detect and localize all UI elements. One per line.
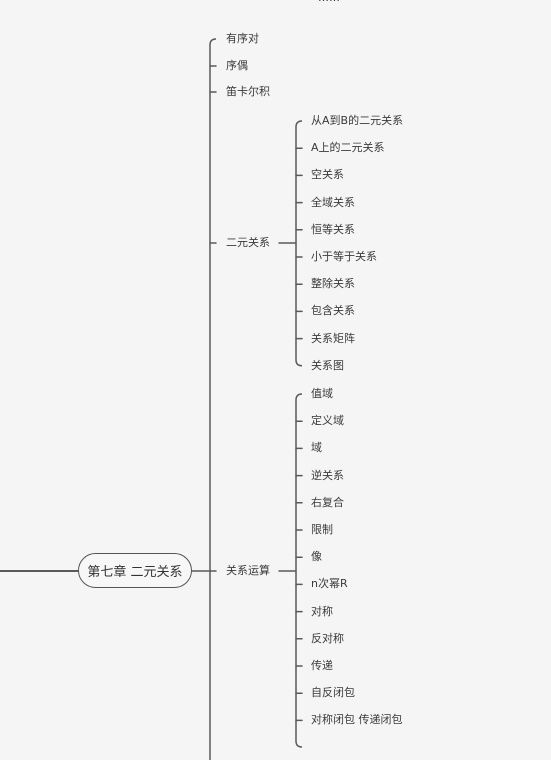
top-cutoff-text: …… [318, 0, 340, 5]
subtree-3-item-9[interactable]: 关系矩阵 [311, 331, 355, 345]
subtree-4-trunk [295, 393, 303, 748]
subtree-4-item-8[interactable]: n次幂R [311, 577, 348, 591]
subtree-4-item-6[interactable]: 限制 [311, 523, 333, 536]
subtree-3-trunk [295, 120, 303, 367]
branch-4-label[interactable]: 二元关系 [226, 236, 270, 249]
branch-5-label[interactable]: 关系运算 [226, 564, 270, 577]
subtree-4-item-13[interactable]: 对称闭包 传递闭包 [311, 713, 403, 727]
root-node-label: 第七章 二元关系 [87, 565, 183, 580]
subtree-3-item-2[interactable]: A上的二元关系 [311, 141, 385, 155]
subtree-4-item-5[interactable]: 右复合 [311, 495, 344, 509]
root-node[interactable]: 第七章 二元关系 [78, 553, 192, 588]
subtree-4-item-9[interactable]: 对称 [311, 604, 333, 618]
subtree-4-item-3[interactable]: 域 [311, 441, 322, 455]
subtree-3-item-10[interactable]: 关系图 [311, 358, 344, 372]
subtree-4-item-4[interactable]: 逆关系 [311, 468, 344, 482]
subtree-3-item-4[interactable]: 全域关系 [311, 195, 355, 209]
main-trunk-line [209, 38, 217, 760]
subtree-3-item-3[interactable]: 空关系 [311, 168, 344, 182]
subtree-4-item-11[interactable]: 传递 [311, 659, 333, 672]
subtree-4-item-12[interactable]: 自反闭包 [311, 686, 355, 700]
subtree-4-item-1[interactable]: 值域 [311, 387, 333, 400]
subtree-3-item-6[interactable]: 小于等于关系 [311, 250, 377, 263]
branch-2-label[interactable]: 序偶 [226, 59, 248, 72]
branch-3-label[interactable]: 笛卡尔积 [226, 85, 270, 98]
subtree-3-item-7[interactable]: 整除关系 [311, 277, 355, 291]
subtree-3-item-8[interactable]: 包含关系 [311, 304, 355, 318]
subtree-3-item-5[interactable]: 恒等关系 [311, 222, 355, 236]
subtree-4-item-10[interactable]: 反对称 [311, 631, 344, 645]
subtree-4-item-2[interactable]: 定义域 [311, 414, 344, 428]
subtree-3-item-1[interactable]: 从A到B的二元关系 [311, 114, 404, 127]
subtree-4-item-7[interactable]: 像 [311, 550, 322, 564]
branch-1-label[interactable]: 有序对 [226, 32, 259, 45]
